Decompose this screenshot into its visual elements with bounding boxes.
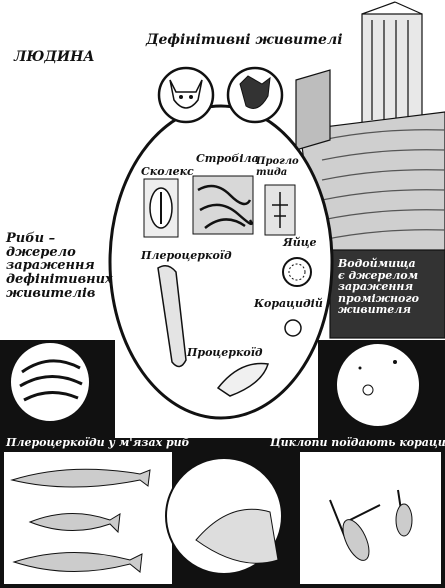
strobila-label: Стробіла — [196, 152, 259, 165]
trout-figure — [12, 551, 143, 573]
definitive-hosts-label: Дефінітивні живителі — [146, 32, 343, 48]
fish-source-label: Риби – джерело зараження дефінітивних жи… — [6, 232, 113, 300]
water-source-label: Водоймища є джерелом зараження проміжног… — [338, 258, 419, 316]
plerocercoid-label: Плероцеркоїд — [141, 249, 232, 262]
coracidium-figure — [284, 319, 302, 337]
water-tower-illustration — [295, 1, 445, 339]
fish-source-line: живителів — [6, 285, 96, 301]
cyclops-panel — [300, 452, 441, 584]
cyclops-eat-label: Циклопи поїдають корацидія — [270, 436, 445, 449]
proglottid-label: Прогло тида — [256, 156, 299, 178]
coracidium-label: Корацидій — [254, 297, 323, 310]
water-drop-circle — [335, 342, 421, 428]
egg-label: Яйце — [283, 236, 317, 249]
water-source-line: проміжного — [338, 291, 419, 305]
fish-source-line: джерело — [6, 244, 76, 260]
procercoid-figure — [216, 362, 269, 397]
proglottid-figure — [264, 184, 296, 236]
water-source-line: живителя — [338, 303, 412, 317]
human-label: ЛЮДИНА — [14, 49, 95, 65]
plerocercoid-in-fish-label: Плероцеркоїди у м'язах риб — [6, 436, 190, 449]
fish-source-line: зараження — [6, 258, 95, 274]
scolex-figure — [143, 178, 179, 238]
fish-source-line: дефінітивних — [6, 271, 113, 287]
water-source-line: зараження — [338, 280, 414, 294]
fish-muscle-circle — [9, 341, 91, 423]
egg-figure — [282, 257, 312, 287]
pike-figure — [10, 468, 151, 488]
strobila-figure — [192, 175, 254, 235]
procercoid-label: Процеркоїд — [187, 346, 263, 359]
scolex-label: Сколекс — [141, 165, 194, 178]
perch-figure — [28, 513, 121, 534]
cat-portrait — [157, 66, 215, 124]
fish-source-line: Риби – — [6, 231, 56, 246]
water-source-line: є джерелом — [338, 268, 419, 282]
water-source-line: Водоймища — [338, 257, 416, 270]
plerocercoid-figure — [157, 265, 187, 368]
